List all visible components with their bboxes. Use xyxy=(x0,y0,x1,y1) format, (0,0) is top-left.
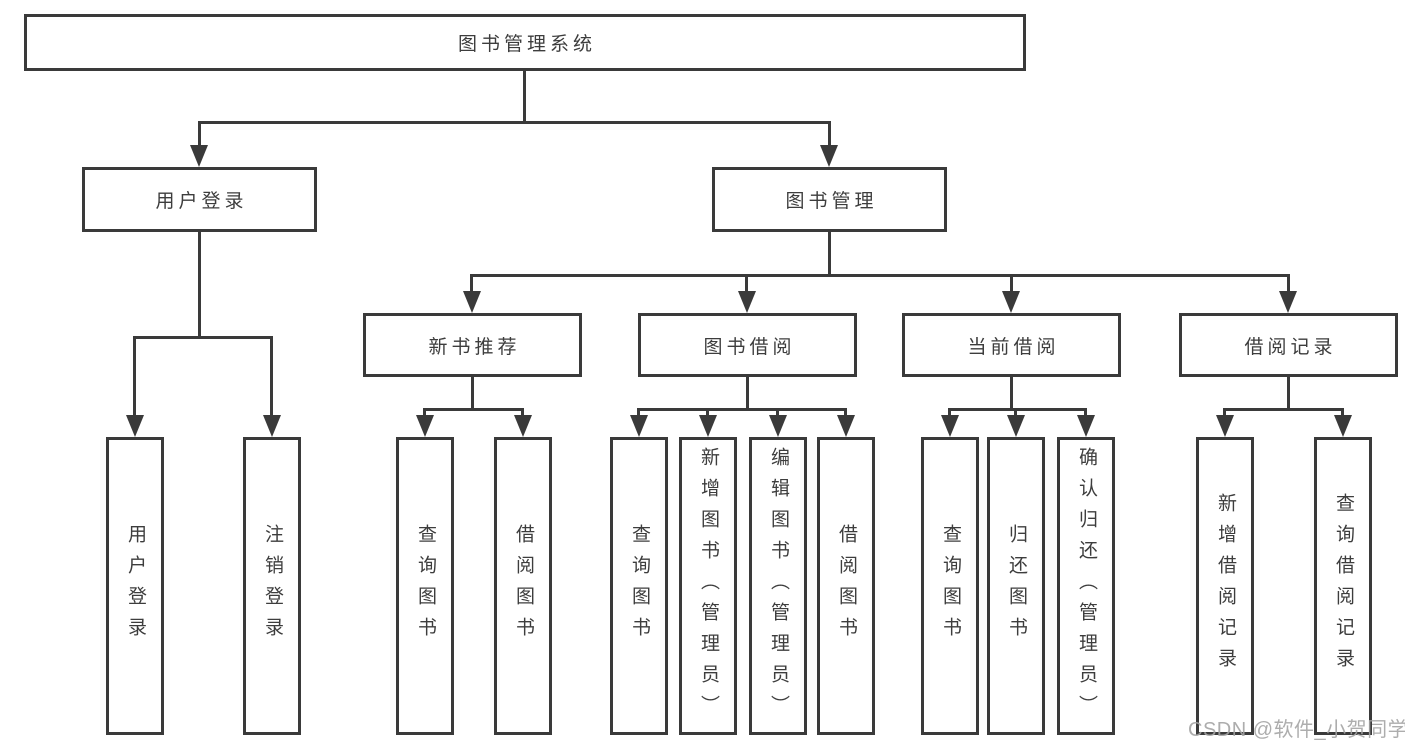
node-new-book-recommend: 新书推荐 xyxy=(363,313,582,377)
connector-line xyxy=(746,376,749,410)
arrowhead-icon xyxy=(463,291,481,313)
connector-line xyxy=(1223,408,1226,418)
arrowhead-icon xyxy=(190,145,208,167)
node-book-borrow: 图书借阅 xyxy=(638,313,857,377)
node-book-management: 图书管理 xyxy=(712,167,947,232)
connector-line xyxy=(523,71,526,122)
connector-line xyxy=(1223,408,1344,411)
connector-line xyxy=(844,408,847,418)
connector-line xyxy=(133,336,136,418)
node-query-book-current: 查询图书 xyxy=(921,437,979,735)
connector-line xyxy=(198,121,831,124)
connector-line xyxy=(828,121,831,148)
node-borrow-records: 借阅记录 xyxy=(1179,313,1398,377)
arrowhead-icon xyxy=(837,415,855,437)
node-root: 图书管理系统 xyxy=(24,14,1026,71)
arrowhead-icon xyxy=(820,145,838,167)
connector-line xyxy=(1014,408,1017,418)
connector-line xyxy=(471,376,474,410)
node-confirm-return-admin: 确认归还（管理员） xyxy=(1057,437,1115,735)
arrowhead-icon xyxy=(514,415,532,437)
arrowhead-icon xyxy=(1002,291,1020,313)
arrowhead-icon xyxy=(699,415,717,437)
node-add-borrow-record: 新增借阅记录 xyxy=(1196,437,1254,735)
arrowhead-icon xyxy=(263,415,281,437)
arrowhead-icon xyxy=(416,415,434,437)
arrowhead-icon xyxy=(769,415,787,437)
node-current-borrow: 当前借阅 xyxy=(902,313,1121,377)
connector-line xyxy=(470,274,473,294)
node-borrow-book-newrec: 借阅图书 xyxy=(494,437,552,735)
arrowhead-icon xyxy=(630,415,648,437)
connector-line xyxy=(1010,376,1013,410)
connector-line xyxy=(637,408,847,411)
connector-line xyxy=(1084,408,1087,418)
node-logout-leaf: 注销登录 xyxy=(243,437,301,735)
arrowhead-icon xyxy=(941,415,959,437)
connector-line xyxy=(637,408,640,418)
arrowhead-icon xyxy=(1007,415,1025,437)
watermark: CSDN @软件_小贺同学 xyxy=(1188,719,1405,741)
connector-line xyxy=(133,336,273,339)
node-return-book: 归还图书 xyxy=(987,437,1045,735)
node-query-book-borrow: 查询图书 xyxy=(610,437,668,735)
connector-line xyxy=(423,408,524,411)
connector-line xyxy=(948,408,951,418)
arrowhead-icon xyxy=(1279,291,1297,313)
connector-line xyxy=(423,408,426,418)
connector-line xyxy=(198,121,201,148)
connector-line xyxy=(776,408,779,418)
arrowhead-icon xyxy=(738,291,756,313)
node-edit-book-admin: 编辑图书（管理员） xyxy=(749,437,807,735)
connector-line xyxy=(745,274,748,294)
node-add-book-admin: 新增图书（管理员） xyxy=(679,437,737,735)
arrowhead-icon xyxy=(1334,415,1352,437)
connector-line xyxy=(521,408,524,418)
connector-line xyxy=(948,408,1087,411)
connector-line xyxy=(1341,408,1344,418)
connector-line xyxy=(198,231,201,339)
arrowhead-icon xyxy=(1077,415,1095,437)
connector-line xyxy=(1010,274,1013,294)
node-user-login-leaf: 用户登录 xyxy=(106,437,164,735)
connector-line xyxy=(470,274,1290,277)
connector-line xyxy=(706,408,709,418)
node-query-book-newrec: 查询图书 xyxy=(396,437,454,735)
connector-line xyxy=(1287,274,1290,294)
node-borrow-book-leaf: 借阅图书 xyxy=(817,437,875,735)
arrowhead-icon xyxy=(126,415,144,437)
node-query-borrow-record: 查询借阅记录 xyxy=(1314,437,1372,735)
connector-line xyxy=(1287,376,1290,410)
node-user-login: 用户登录 xyxy=(82,167,317,232)
connector-line xyxy=(828,231,831,277)
connector-line xyxy=(270,336,273,418)
arrowhead-icon xyxy=(1216,415,1234,437)
